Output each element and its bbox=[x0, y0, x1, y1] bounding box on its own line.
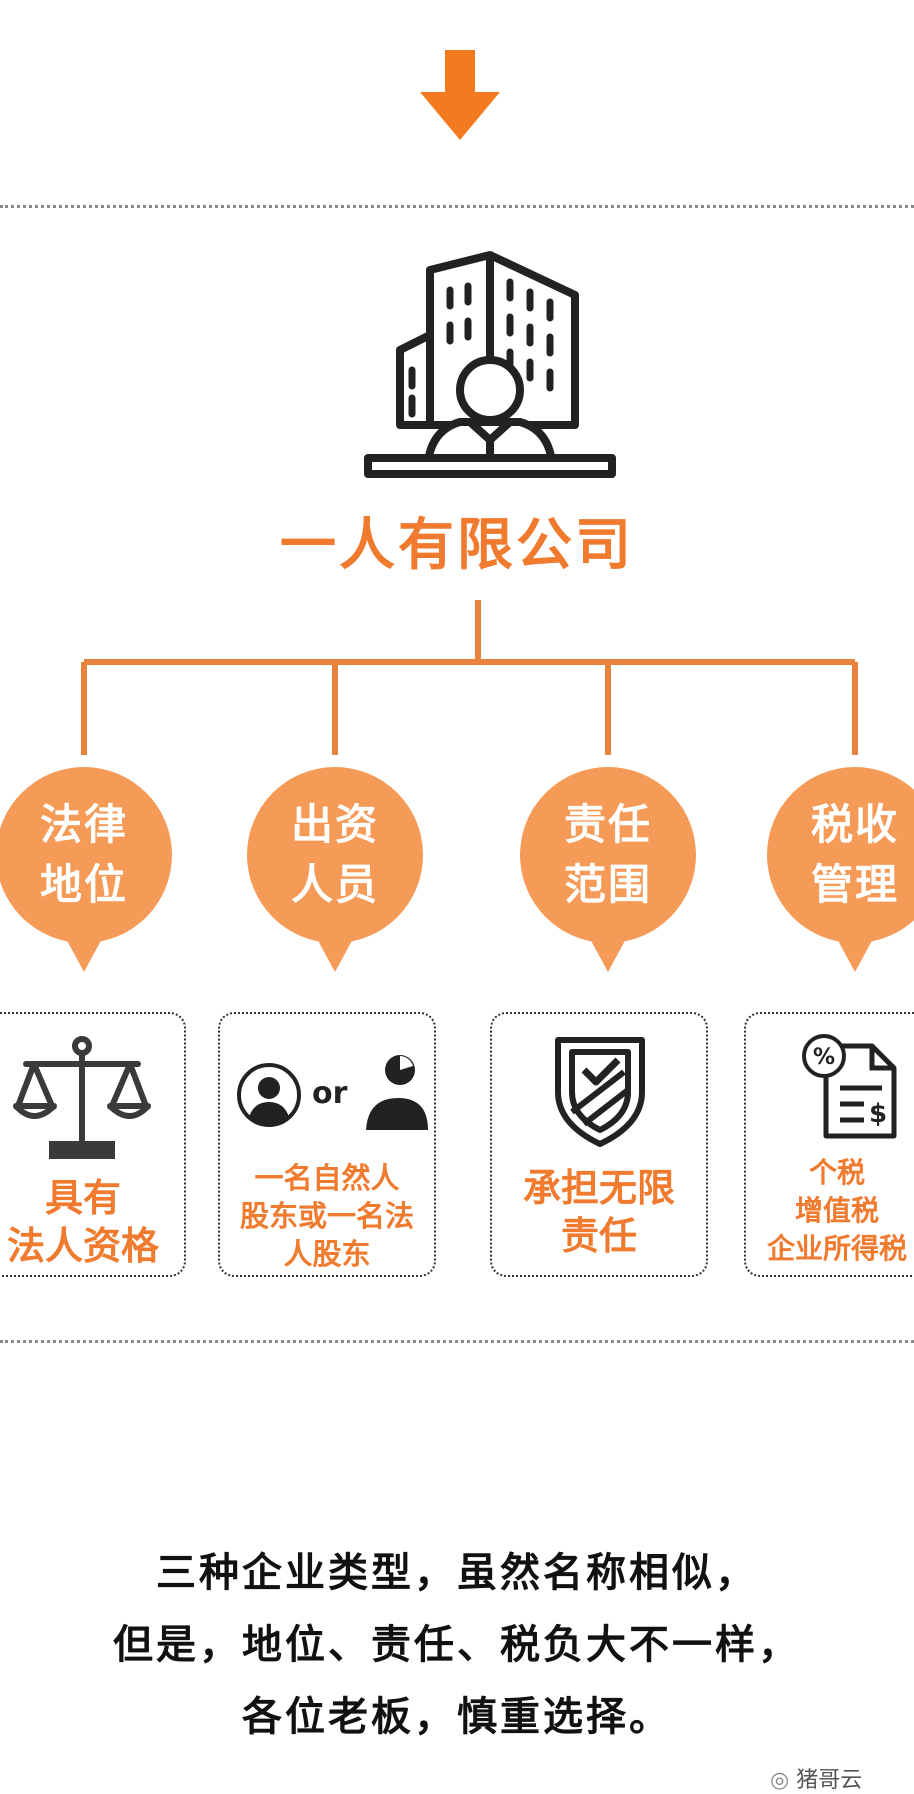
company-type-title: 一人有限公司 bbox=[280, 513, 634, 578]
shield-check-icon bbox=[555, 1037, 645, 1147]
card-liability-scope: 承担无限 责任 bbox=[490, 1012, 708, 1277]
tax-document-icon: % $ bbox=[802, 1034, 897, 1139]
category-bubbles bbox=[0, 767, 914, 972]
category-liability-scope: 责任 范围 bbox=[563, 800, 652, 909]
footer-line-2: 但是，地位、责任、税负大不一样， bbox=[113, 1622, 801, 1668]
card-tax-management-text: 个税 增值税 企业所得税 bbox=[766, 1156, 907, 1265]
down-arrow-icon bbox=[420, 50, 500, 140]
tree-connector bbox=[81, 600, 858, 755]
card-legal-status: 具有 法人资格 bbox=[0, 1012, 186, 1277]
scales-of-justice-icon bbox=[13, 1036, 151, 1159]
card-investors: or 一名自然人 股东或一名法 人股东 bbox=[218, 1012, 436, 1277]
shareholder-chart-icon bbox=[366, 1055, 428, 1130]
watermark: ◎ 猪哥云 bbox=[770, 1768, 863, 1793]
card-investors-text: 一名自然人 股东或一名法 人股东 bbox=[239, 1161, 414, 1271]
percent-symbol: % bbox=[813, 1045, 835, 1070]
office-building-person-icon bbox=[364, 251, 616, 478]
or-text: or bbox=[312, 1076, 348, 1111]
wechat-icon: ◎ bbox=[770, 1768, 797, 1793]
footer-line-1: 三种企业类型，虽然名称相似， bbox=[156, 1550, 758, 1596]
card-tax-management: % $ 个税 增值税 企业所得税 bbox=[744, 1012, 914, 1277]
dotted-divider-top bbox=[0, 205, 914, 208]
category-legal-status: 法律 地位 bbox=[39, 800, 128, 909]
footer-line-3: 各位老板，慎重选择。 bbox=[242, 1694, 672, 1740]
card-legal-status-text: 具有 法人资格 bbox=[6, 1176, 159, 1268]
category-tax-management: 税收 管理 bbox=[810, 800, 899, 909]
category-investors: 出资 人员 bbox=[290, 800, 379, 909]
dotted-divider-bottom bbox=[0, 1340, 914, 1343]
card-liability-scope-text: 承担无限 责任 bbox=[522, 1166, 675, 1258]
dollar-symbol: $ bbox=[869, 1099, 887, 1129]
person-avatar-icon bbox=[237, 1063, 301, 1127]
